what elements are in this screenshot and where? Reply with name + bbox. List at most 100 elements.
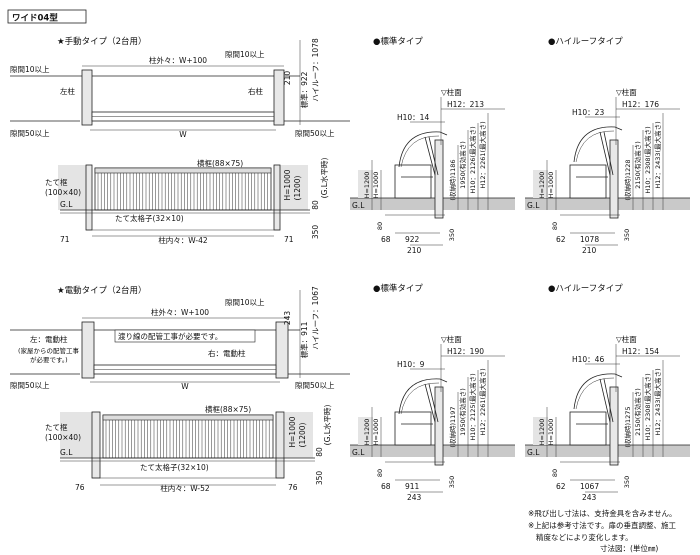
- svg-text:ハイルーフ：1078: ハイルーフ：1078: [311, 38, 320, 102]
- svg-text:(収納時)1275: (収納時)1275: [623, 406, 632, 447]
- svg-text:H12：2261(最大高さ): H12：2261(最大高さ): [478, 368, 487, 435]
- svg-text:H=1200: H=1200: [538, 172, 546, 199]
- svg-text:922: 922: [405, 235, 420, 244]
- manual-top-view: ★手動タイプ（2台用） 柱外々：W+100 隙間10以上 隙間10以上 左柱 右…: [10, 36, 350, 139]
- svg-text:(収納時)1197: (収納時)1197: [448, 406, 457, 447]
- svg-text:H=1000: H=1000: [372, 419, 380, 446]
- svg-text:が必要です。): が必要です。): [30, 355, 68, 364]
- manual-front-right-post: [273, 164, 281, 231]
- svg-text:横框(88×75): 横框(88×75): [205, 404, 251, 414]
- svg-text:隙間50以上: 隙間50以上: [295, 381, 335, 390]
- svg-text:H12：154: H12：154: [622, 347, 659, 356]
- svg-text:たて框: たて框: [45, 422, 68, 432]
- svg-text:71: 71: [284, 235, 294, 244]
- unit-note: 寸法図：(単位㎜): [600, 543, 658, 553]
- svg-text:G.L: G.L: [352, 201, 365, 210]
- svg-text:80: 80: [376, 469, 384, 477]
- svg-text:G.L: G.L: [527, 201, 540, 210]
- svg-text:350: 350: [623, 229, 631, 241]
- svg-text:(家屋からの配管工事: (家屋からの配管工事: [18, 346, 80, 355]
- page-title: ワイド04型: [12, 13, 58, 24]
- svg-text:隙間10以上: 隙間10以上: [225, 298, 265, 307]
- electric-heading: ★電動タイプ（2台用）: [57, 285, 147, 296]
- svg-text:350: 350: [315, 471, 324, 486]
- pillar: [609, 386, 619, 466]
- svg-text:H10：2125(最大高さ): H10：2125(最大高さ): [468, 373, 477, 440]
- svg-text:71: 71: [60, 235, 70, 244]
- svg-text:350: 350: [311, 225, 320, 240]
- svg-text:横框(88×75): 横框(88×75): [197, 158, 243, 168]
- title-box: [7, 9, 87, 24]
- svg-text:2150(有効高さ): 2150(有効高さ): [633, 141, 642, 189]
- manual-right-post: [273, 69, 285, 126]
- svg-text:●ハイルーフタイプ: ●ハイルーフタイプ: [548, 284, 623, 294]
- svg-text:左：電動柱: 左：電動柱: [30, 334, 68, 344]
- svg-text:(収納時)1186: (収納時)1186: [448, 159, 457, 200]
- svg-text:2150(有効高さ): 2150(有効高さ): [633, 388, 642, 436]
- svg-text:H=1200: H=1200: [538, 419, 546, 446]
- svg-text:H=1200: H=1200: [363, 419, 371, 446]
- svg-text:(100×40): (100×40): [45, 433, 81, 442]
- svg-text:243: 243: [283, 311, 292, 326]
- svg-text:●標準タイプ: ●標準タイプ: [373, 36, 423, 47]
- svg-text:ハイルーフ：1067: ハイルーフ：1067: [311, 286, 320, 350]
- svg-text:210: 210: [582, 246, 597, 255]
- svg-text:1950(有効高さ): 1950(有効高さ): [458, 388, 467, 436]
- svg-text:(1200): (1200): [298, 422, 307, 447]
- note-1: ※飛び出し寸法は、支持金具を含みません。: [528, 508, 677, 518]
- svg-text:68: 68: [381, 482, 391, 491]
- svg-text:たて太格子(32×10): たて太格子(32×10): [140, 462, 209, 472]
- svg-text:H12：190: H12：190: [447, 347, 484, 356]
- svg-text:たて框: たて框: [45, 177, 68, 187]
- svg-text:隙間50以上: 隙間50以上: [295, 129, 335, 138]
- svg-text:80: 80: [311, 200, 320, 210]
- note-2: ※上記は参考寸法です。扉の垂直調整、施工: [528, 520, 677, 530]
- svg-text:渡り線の配管工事が必要です。: 渡り線の配管工事が必要です。: [118, 331, 222, 341]
- svg-text:H=1200: H=1200: [363, 172, 371, 199]
- svg-text:243: 243: [582, 493, 597, 502]
- manual-gate-panel: [94, 167, 272, 211]
- svg-text:G.L: G.L: [527, 448, 540, 457]
- svg-text:H12：176: H12：176: [622, 100, 659, 109]
- svg-text:80: 80: [551, 222, 559, 230]
- svg-text:柱内々：W-52: 柱内々：W-52: [160, 483, 210, 493]
- svg-text:G.L: G.L: [352, 448, 365, 457]
- electric-right-post: [275, 321, 289, 379]
- electric-front-view: 横框(88×75) たて框 (100×40) G.L たて太格子(32×10) …: [45, 404, 332, 493]
- svg-text:H=1000: H=1000: [288, 416, 297, 447]
- svg-text:H10：2308(最大高さ): H10：2308(最大高さ): [643, 126, 652, 193]
- note-3: 精度などにより変化します。: [536, 532, 633, 542]
- svg-text:350: 350: [623, 476, 631, 488]
- manual-left-post: [81, 69, 93, 126]
- svg-text:(収納時)1228: (収納時)1228: [623, 159, 632, 200]
- svg-text:W: W: [179, 130, 187, 139]
- svg-text:H10：2308(最大高さ): H10：2308(最大高さ): [643, 373, 652, 440]
- svg-text:(100×40): (100×40): [45, 188, 81, 197]
- svg-text:350: 350: [448, 229, 456, 241]
- svg-text:H12：2433(最大高さ): H12：2433(最大高さ): [653, 121, 662, 188]
- svg-text:H12：213: H12：213: [447, 100, 484, 109]
- electric-gate-panel: [102, 414, 274, 459]
- svg-text:H12：2433(最大高さ): H12：2433(最大高さ): [653, 368, 662, 435]
- svg-text:柱外々：W+100: 柱外々：W+100: [149, 55, 207, 65]
- electric-front-left-post: [91, 411, 101, 479]
- svg-text:W: W: [181, 382, 189, 391]
- pillar: [434, 386, 444, 466]
- svg-text:62: 62: [556, 235, 566, 244]
- svg-text:(1200): (1200): [293, 175, 302, 200]
- svg-text:隙間10以上: 隙間10以上: [225, 50, 265, 59]
- svg-text:1078: 1078: [580, 235, 599, 244]
- svg-text:H=1000: H=1000: [547, 419, 555, 446]
- svg-text:H=1000: H=1000: [372, 172, 380, 199]
- svg-text:▽柱面: ▽柱面: [441, 87, 462, 97]
- svg-text:76: 76: [288, 483, 298, 492]
- svg-text:H10：23: H10：23: [572, 108, 604, 117]
- svg-text:(G.L水平時): (G.L水平時): [319, 158, 329, 199]
- pillar: [609, 139, 619, 219]
- svg-text:911: 911: [405, 482, 420, 491]
- svg-text:76: 76: [75, 483, 85, 492]
- svg-text:右柱: 右柱: [248, 86, 263, 96]
- svg-text:350: 350: [448, 476, 456, 488]
